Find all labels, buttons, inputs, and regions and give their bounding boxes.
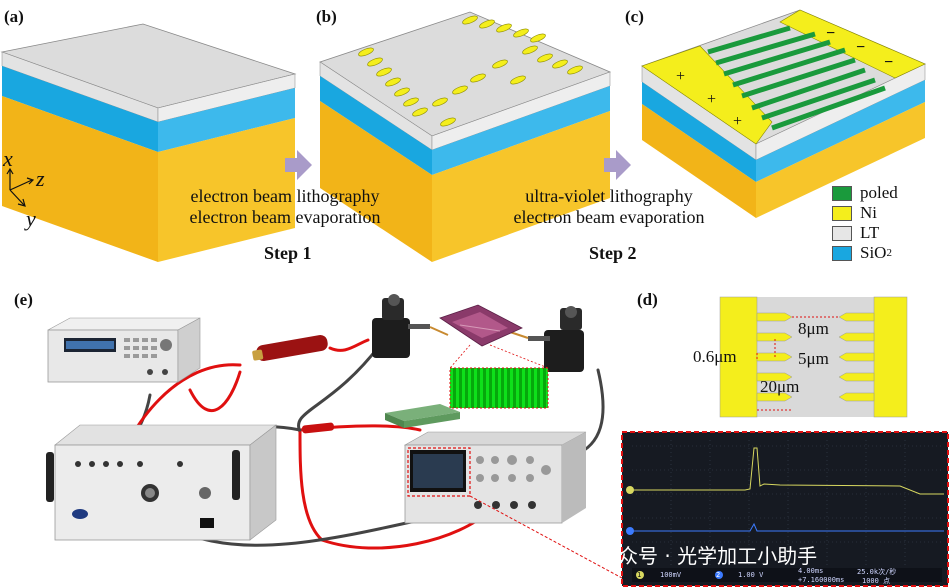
- step1-line2: electron beam evaporation: [189, 207, 381, 227]
- gap-label: 8μm: [798, 319, 829, 338]
- wafer-block-a: [0, 23, 297, 262]
- ni-electrodes-b: [358, 15, 583, 127]
- panel-label-b: (b): [316, 7, 337, 26]
- ni-pad-left: [641, 45, 773, 145]
- oscilloscope-device: [403, 431, 623, 579]
- legend-swatch-sio2: [832, 245, 852, 261]
- scope-screen: [621, 431, 949, 587]
- ch1-trace: [632, 447, 944, 495]
- ch2-trace: [632, 522, 944, 532]
- step2-line2: electron beam evaporation: [513, 207, 705, 227]
- process-arrow-1: [285, 150, 312, 180]
- minus-sign-2: −: [856, 39, 866, 56]
- step2-caption: ultra-violet lithography electron beam e…: [478, 186, 740, 228]
- legend-label-lt: LT: [860, 223, 880, 242]
- legend-swatch-lt: [832, 225, 852, 241]
- plus-sign-1: +: [676, 68, 686, 85]
- electrode-detail-d: [719, 296, 908, 418]
- legend-label-ni: Ni: [860, 203, 877, 222]
- length-label: 20μm: [760, 377, 800, 396]
- attenuator: [301, 422, 335, 434]
- microscope-inset: [449, 367, 549, 409]
- ch2-tag: 2: [716, 571, 721, 579]
- panel-label-d: (d): [637, 290, 658, 309]
- ni-pad-right: [779, 9, 926, 79]
- hv-amplifier: [46, 424, 277, 541]
- pitch-label: 5μm: [798, 349, 829, 368]
- axis-indicator: [6, 167, 35, 207]
- probe-stage-left: [372, 294, 449, 358]
- panel-label-e: (e): [14, 290, 33, 309]
- green-module: [385, 404, 460, 428]
- legend-label-sio2: SiO: [860, 243, 887, 262]
- trigger-position: +7.160000ms: [798, 576, 845, 584]
- axis-z-label: z: [36, 166, 45, 191]
- panel-label-a: (a): [4, 7, 24, 26]
- width-label: 0.6μm: [693, 347, 737, 366]
- step2-line1: ultra-violet lithography: [525, 186, 693, 206]
- plus-sign-3: +: [733, 113, 743, 130]
- sample-rate: 25.0k次/秒: [857, 568, 897, 576]
- process-arrow-2: [604, 150, 631, 180]
- wafer-block-c: [641, 9, 926, 218]
- poled-stripes-c: [707, 25, 886, 131]
- legend-item-ni: Ni: [832, 203, 898, 223]
- step1-line1: electron beam lithography: [190, 186, 380, 206]
- step1-label: Step 1: [264, 243, 312, 263]
- legend-label-poled: poled: [860, 183, 898, 202]
- legend-item-poled: poled: [832, 183, 898, 203]
- record-length: 1000 点: [862, 577, 891, 585]
- watermark: 公众号 · 光学加工小助手: [598, 544, 818, 568]
- sample-chip: [439, 304, 549, 369]
- legend-swatch-poled: [832, 185, 852, 201]
- ch2-scale: 1.00 V: [738, 571, 764, 579]
- panel-label-c: (c): [625, 7, 644, 26]
- minus-sign-1: −: [826, 25, 836, 42]
- hv-probe: [252, 334, 328, 362]
- minus-sign-3: −: [884, 54, 894, 71]
- legend-swatch-ni: [832, 205, 852, 221]
- ch1-tag: 1: [637, 571, 642, 579]
- axis-x-label: x: [3, 146, 13, 171]
- step1-caption: electron beam lithography electron beam …: [160, 186, 410, 228]
- step2-label: Step 2: [589, 243, 637, 263]
- ch1-scale: 100mV: [660, 571, 682, 579]
- axis-y-label: y: [26, 206, 36, 231]
- time-scale: 4.00ms: [798, 567, 824, 575]
- legend-item-lt: LT: [832, 223, 898, 243]
- plus-sign-2: +: [707, 91, 717, 108]
- probe-stage-right: [509, 306, 584, 372]
- wafer-block-b: [319, 11, 612, 262]
- function-generator: [47, 317, 201, 383]
- legend-label-sio2-sub: 2: [886, 247, 892, 259]
